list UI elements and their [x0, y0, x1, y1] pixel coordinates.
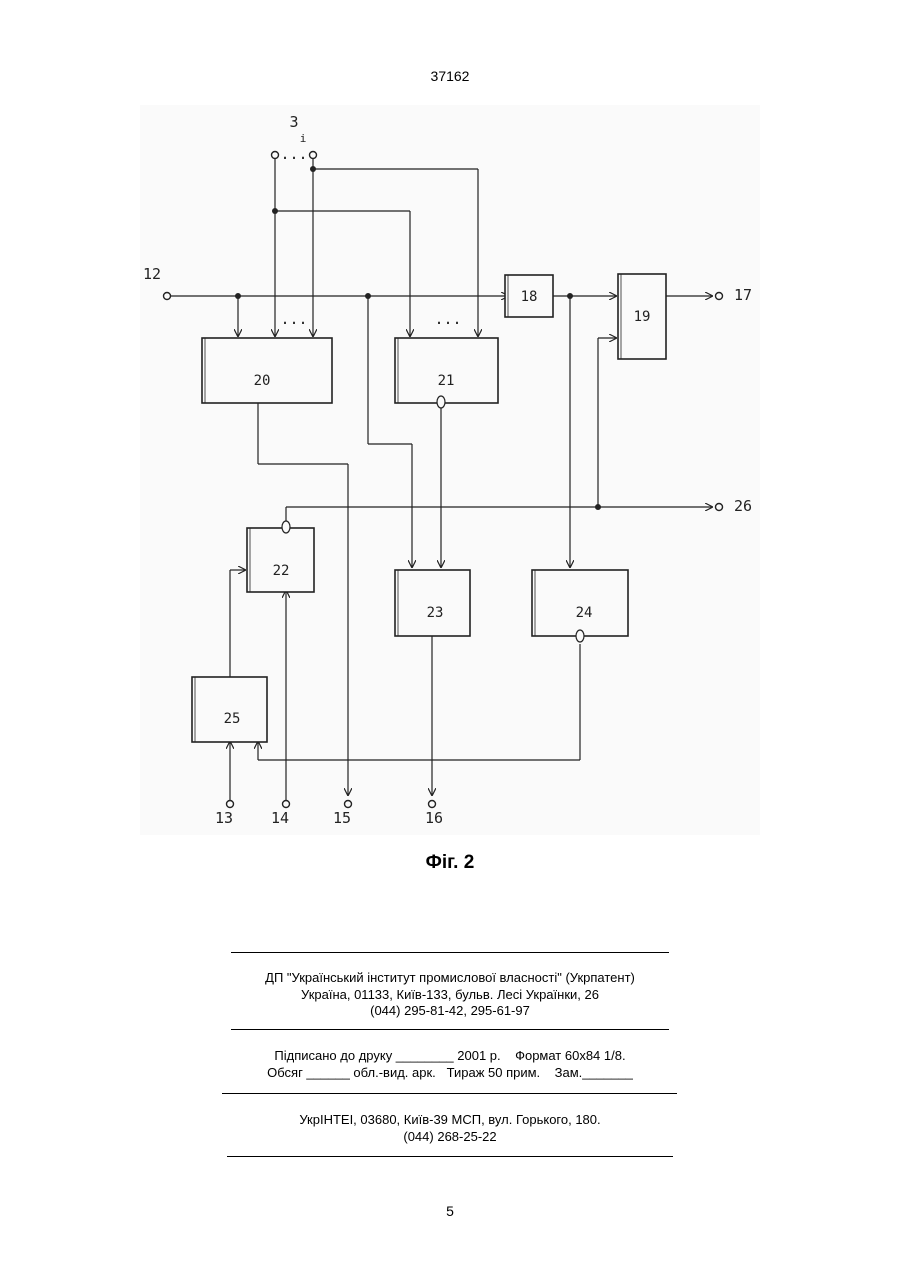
block-25-label: 25: [224, 711, 241, 727]
publisher-line: ДП "Український інститут промислової вла…: [0, 970, 900, 987]
block-20-inputs-ellipsis: ...: [280, 310, 307, 328]
block-22: [247, 528, 314, 592]
terminal-14-label: 14: [271, 809, 289, 827]
terminal-12: [164, 293, 171, 300]
terminal-26: [716, 504, 723, 511]
block-21: [395, 338, 498, 403]
divider: [222, 1093, 677, 1094]
terminal-15: [345, 801, 352, 808]
page-number: 5: [0, 1203, 900, 1219]
page-header-code: 37162: [0, 68, 900, 84]
terminal-16-label: 16: [425, 809, 443, 827]
block-22-label: 22: [273, 563, 290, 579]
terminal-15-label: 15: [333, 809, 351, 827]
terminal-26-label: 26: [734, 497, 752, 515]
block-diagram-figure: 18 19 20 21 22 23 24 25 3 i ... 12 17 26…: [140, 105, 760, 835]
block-diagram-svg: 18 19 20 21 22 23 24 25 3 i ... 12 17 26…: [140, 105, 760, 835]
terminal-3-last: [310, 152, 317, 159]
inverse-output-24: [576, 630, 584, 642]
block-21-label: 21: [438, 373, 455, 389]
terminal-13-label: 13: [215, 809, 233, 827]
terminal-17: [716, 293, 723, 300]
block-24: [532, 570, 628, 636]
print-info-block: Підписано до друку ________ 2001 р. Форм…: [0, 1048, 900, 1081]
terminal-16: [429, 801, 436, 808]
figure-caption: Фіг. 2: [0, 852, 900, 874]
publisher-line: Україна, 01133, Київ-133, бульв. Лесі Ук…: [0, 987, 900, 1004]
terminal-3-first: [272, 152, 279, 159]
terminal-13: [227, 801, 234, 808]
inverse-output-22: [282, 521, 290, 533]
block-25: [192, 677, 267, 742]
terminal-3-label: 3: [289, 113, 298, 131]
printer-line: (044) 268-25-22: [0, 1129, 900, 1146]
divider: [231, 952, 669, 953]
publisher-line: (044) 295-81-42, 295-61-97: [0, 1003, 900, 1020]
block-20-label: 20: [254, 373, 271, 389]
print-info-line: Обсяг ______ обл.-вид. арк. Тираж 50 при…: [0, 1065, 900, 1082]
terminal-14: [283, 801, 290, 808]
block-23-label: 23: [427, 605, 444, 621]
divider: [227, 1156, 673, 1157]
block-18-label: 18: [521, 289, 538, 305]
block-21-inputs-ellipsis: ...: [434, 310, 461, 328]
terminal-12-label: 12: [143, 265, 161, 283]
terminal-3-subscript: i: [300, 132, 307, 145]
block-23: [395, 570, 470, 636]
terminal-3-ellipsis: ...: [280, 145, 307, 163]
inverse-output-21: [437, 396, 445, 408]
printer-block: УкрІНТЕІ, 03680, Київ-39 МСП, вул. Горьк…: [0, 1112, 900, 1145]
block-20: [202, 338, 332, 403]
printer-line: УкрІНТЕІ, 03680, Київ-39 МСП, вул. Горьк…: [0, 1112, 900, 1129]
print-info-line: Підписано до друку ________ 2001 р. Форм…: [0, 1048, 900, 1065]
block-19-label: 19: [634, 309, 651, 325]
publisher-block: ДП "Український інститут промислової вла…: [0, 970, 900, 1020]
terminal-17-label: 17: [734, 286, 752, 304]
divider: [231, 1029, 669, 1030]
block-24-label: 24: [576, 605, 593, 621]
